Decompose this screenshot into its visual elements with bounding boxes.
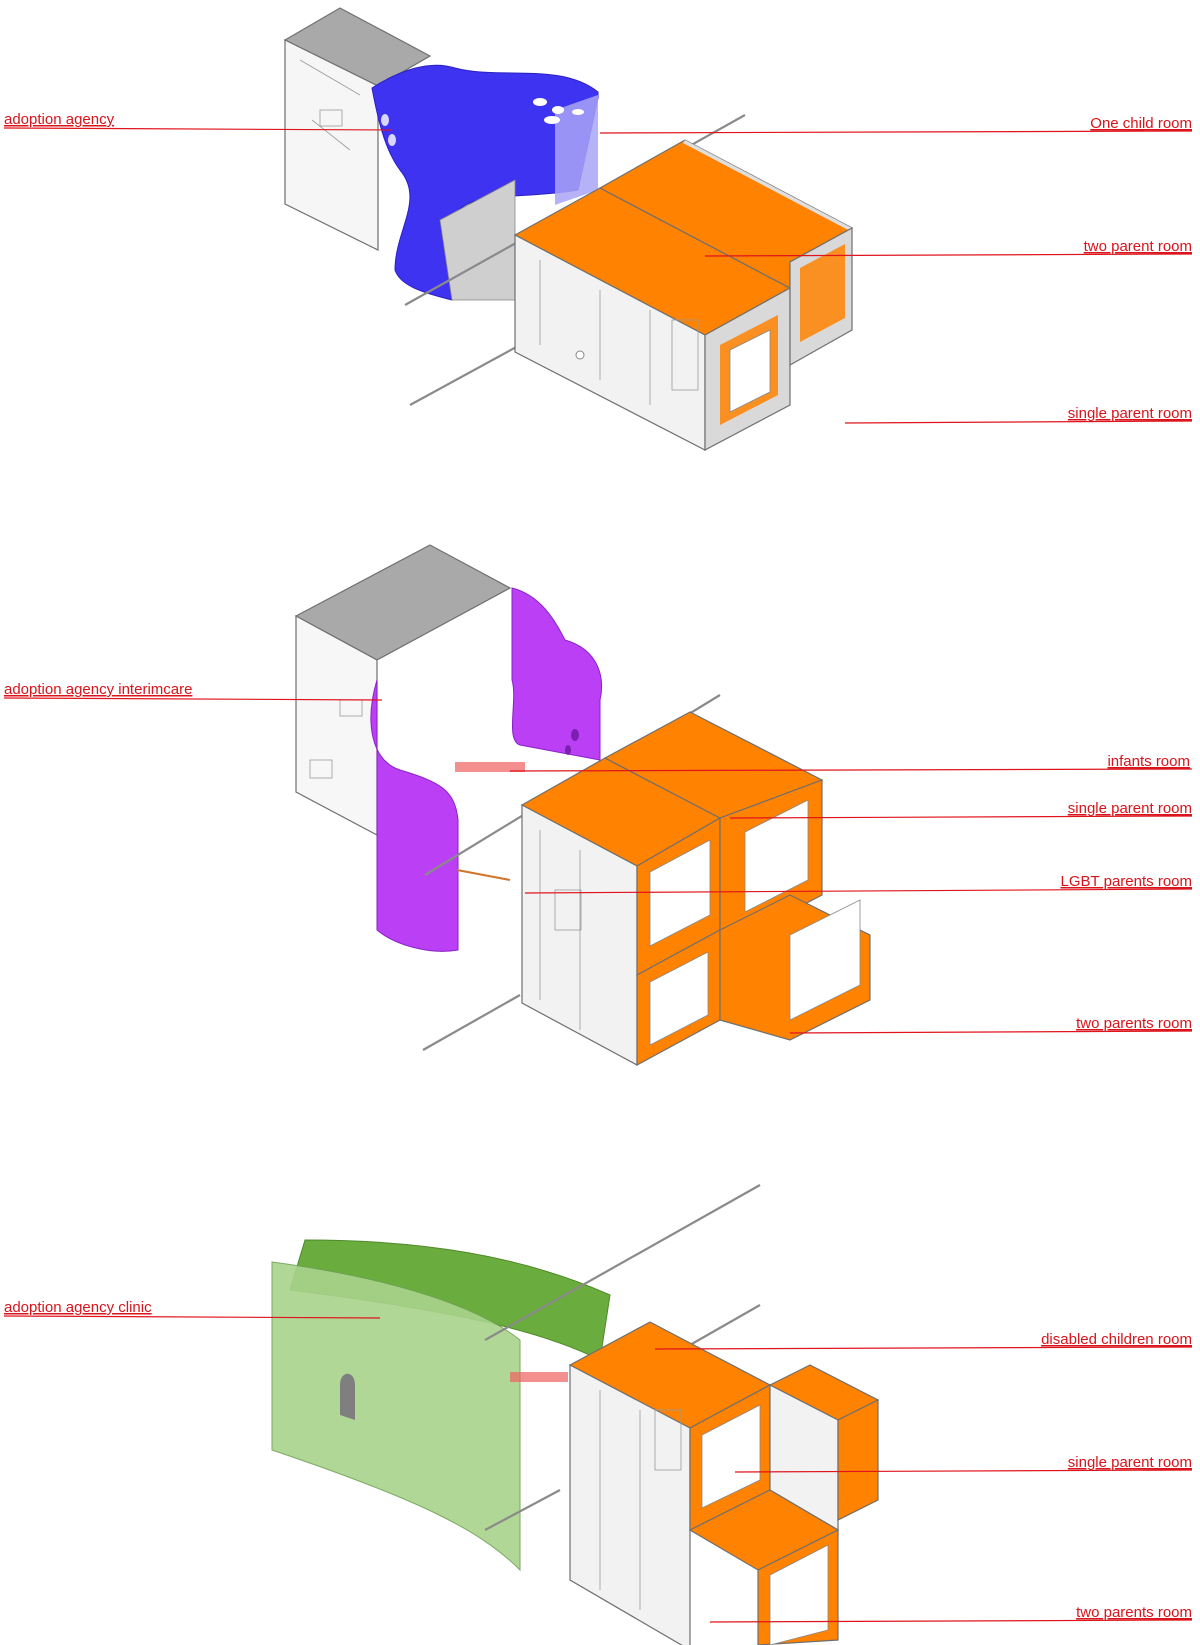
agency-module-side (284, 39, 379, 251)
diagram-3-clinic (271, 1184, 880, 1645)
diagram-2-interimcare (294, 544, 871, 1067)
label-disabled-children-room: disabled children room (1041, 1331, 1192, 1348)
diagram-1-adoption-agency (283, 7, 854, 451)
interimcare-purple-front (370, 679, 459, 952)
label-adoption-agency-clinic: adoption agency clinic (4, 1299, 152, 1316)
clinic-green-wall (271, 1261, 521, 1572)
label-single-parent-room-3: single parent room (1068, 1454, 1192, 1471)
label-single-parent-room-2: single parent room (1068, 800, 1192, 817)
label-two-parent-room: two parent room (1084, 238, 1192, 255)
labels: adoption agency One child room two paren… (4, 111, 1192, 1621)
label-one-child-room: One child room (1090, 115, 1192, 132)
label-single-parent-room: single parent room (1068, 405, 1192, 422)
label-lgbt-parents-room: LGBT parents room (1061, 873, 1192, 890)
label-two-parents-room-3: two parents room (1076, 1604, 1192, 1621)
agency-blue-wall (371, 64, 599, 301)
label-adoption-agency: adoption agency (4, 111, 115, 128)
label-infants-room: infants room (1107, 753, 1190, 770)
label-two-parents-room-2: two parents room (1076, 1015, 1192, 1032)
interimcare-purple-wall (511, 587, 603, 761)
leader-lines (3, 127, 1193, 1623)
label-adoption-agency-interimcare: adoption agency interimcare (4, 681, 192, 698)
